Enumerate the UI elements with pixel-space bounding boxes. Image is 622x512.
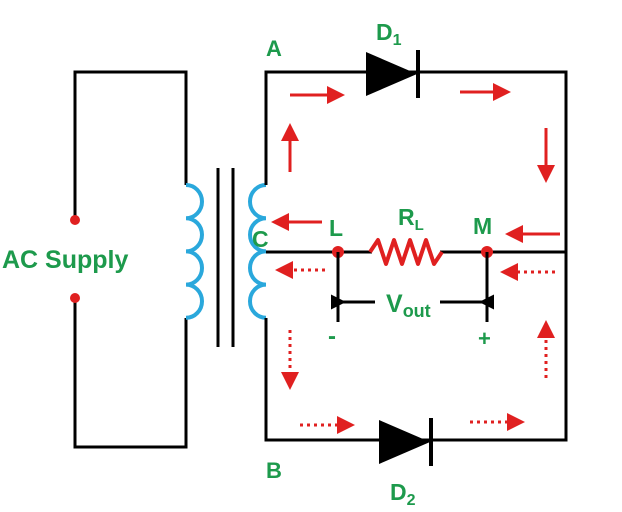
label-a: A [266, 36, 282, 61]
label-d1: D1 [376, 19, 402, 49]
label-l: L [329, 215, 343, 241]
label-d2: D2 [390, 479, 416, 509]
label-b: B [266, 458, 282, 483]
label-vout: Vout [386, 290, 431, 321]
label-rl: RL [398, 204, 424, 234]
primary-circuit [70, 70, 204, 449]
load-resistor [368, 238, 444, 266]
label-m: M [473, 213, 492, 239]
ac-terminal-top [70, 215, 80, 225]
current-flow-arrows [271, 83, 560, 434]
secondary-circuit [248, 50, 568, 466]
label-c: C [252, 226, 269, 252]
ac-terminal-bottom [70, 293, 80, 303]
diode-d1 [355, 50, 425, 98]
ac-supply-label: AC Supply [2, 246, 128, 274]
diode-d2 [379, 418, 433, 466]
label-plus: + [478, 326, 491, 351]
primary-coil [185, 183, 204, 320]
label-minus: - [328, 323, 336, 350]
